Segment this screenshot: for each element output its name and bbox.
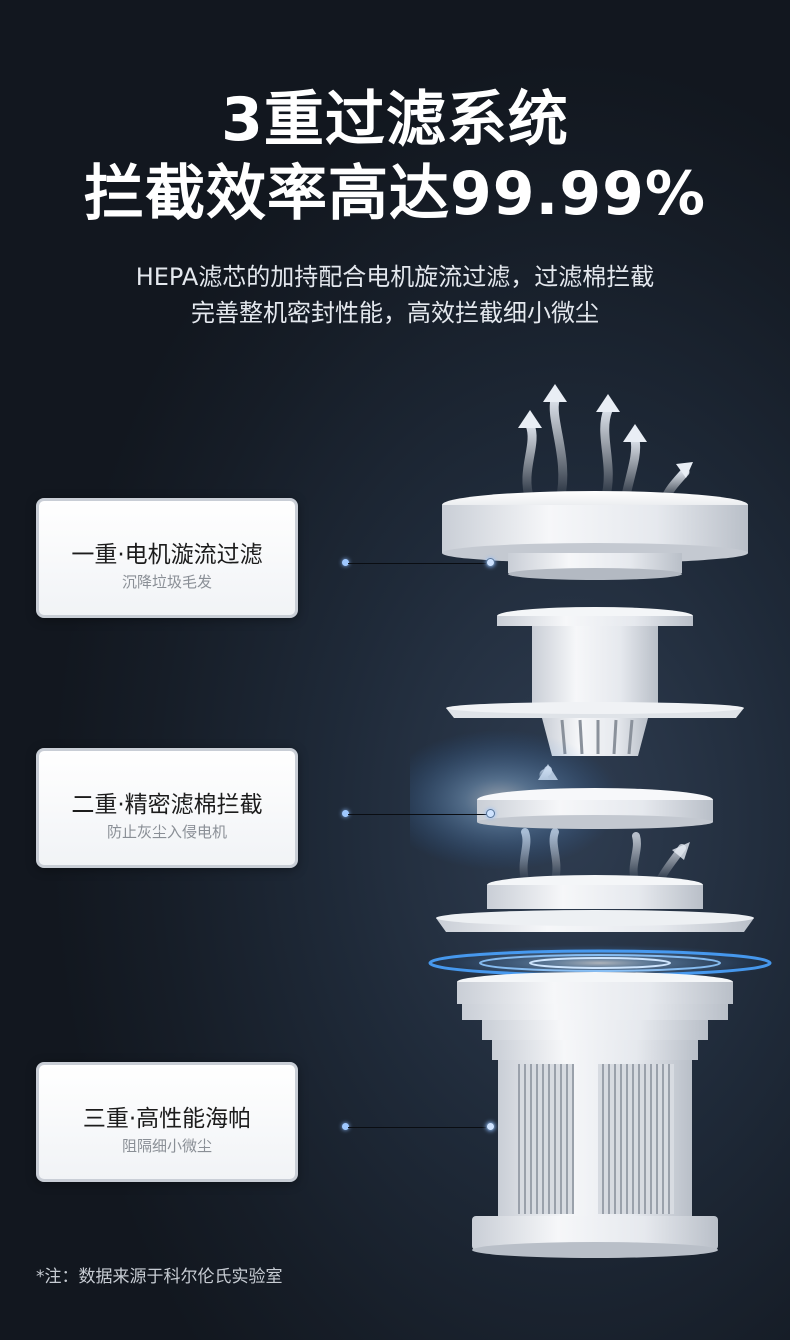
airflow-arrows-top [522, 395, 690, 505]
stage-card-3: 三重·高性能海帕 阻隔细小微尘 [36, 1062, 298, 1182]
filter-flange [436, 875, 754, 932]
description-line-1: HEPA滤芯的加持配合电机旋流过滤，过滤棉拦截 [135, 263, 655, 291]
headline-line-1: 3重过滤系统 [221, 85, 569, 155]
stage-3-subtitle: 阻隔细小微尘 [121, 1137, 212, 1155]
stage-card-2: 二重·精密滤棉拦截 防止灰尘入侵电机 [36, 748, 298, 868]
leader-line-3 [348, 1127, 488, 1128]
leader-line-1 [348, 563, 488, 564]
stage-card-1: 一重·电机漩流过滤 沉降垃圾毛发 [36, 498, 298, 618]
leader-end-3 [486, 1122, 495, 1131]
filter-assembly-illustration [410, 384, 775, 1258]
cyclone-cap [442, 491, 748, 580]
stage-2-subtitle: 防止灰尘入侵电机 [106, 823, 227, 841]
headline-line-2: 拦截效率高达99.99% [84, 159, 706, 229]
leader-end-1 [486, 558, 495, 567]
description-line-2: 完善整机密封性能，高效拦截细小微尘 [191, 299, 599, 327]
stage-1-subtitle: 沉降垃圾毛发 [121, 573, 212, 591]
leader-dot-1 [342, 559, 349, 566]
leader-end-2 [486, 809, 495, 818]
stage-3-title: 三重·高性能海帕 [82, 1106, 252, 1132]
hepa-cartridge [457, 972, 733, 1258]
leader-dot-2 [342, 810, 349, 817]
stage-1-title: 一重·电机漩流过滤 [71, 542, 263, 568]
leader-line-2 [348, 814, 488, 815]
stage-2-title: 二重·精密滤棉拦截 [71, 792, 263, 818]
filter-cotton-disk [477, 788, 713, 829]
cyclone-body [446, 607, 744, 756]
footnote: *注：数据来源于科尔伦氏实验室 [36, 1267, 283, 1287]
leader-dot-3 [342, 1123, 349, 1130]
